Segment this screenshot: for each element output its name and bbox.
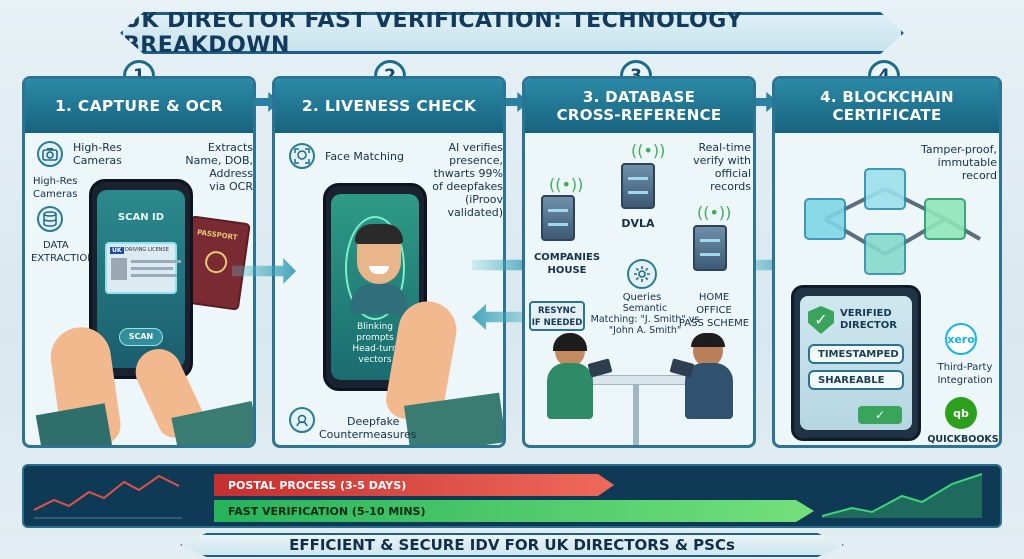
quickbooks-label: QUICKBOOKS — [927, 434, 999, 445]
face-avatar — [355, 224, 403, 284]
trend-chart-right — [822, 473, 983, 518]
license-photo — [111, 258, 127, 280]
shield-check-icon: ✓ — [808, 306, 834, 334]
fast-verification-bar: FAST VERIFICATION (5-10 MINS) — [214, 500, 814, 522]
server-home-office — [693, 225, 727, 271]
blockchain-cubes — [804, 168, 981, 275]
server-companies-house — [541, 195, 575, 241]
postal-process-bar: POSTAL PROCESS (3-5 DAYS) — [214, 474, 614, 496]
passport-label: PASSPORT — [196, 228, 238, 242]
face-scan-icon — [289, 143, 315, 169]
timestamped-pill: TIMESTAMPED — [808, 344, 904, 364]
footer-banner: EFFICIENT & SECURE IDV FOR UK DIRECTORS … — [180, 533, 844, 557]
face-scan-ring — [345, 216, 405, 320]
step-title-database-l1: 3. DATABASE — [582, 88, 696, 106]
gear-icon — [627, 259, 657, 289]
dvla-label: DVLA — [621, 217, 655, 230]
camera-icon — [37, 141, 63, 167]
scan-button[interactable]: SCAN — [119, 328, 163, 346]
step-title-blockchain-l1: 4. BLOCKCHAIN — [820, 88, 954, 106]
person-left-head — [553, 333, 587, 367]
quickbooks-logo: qb — [945, 397, 977, 429]
person-right-head — [691, 333, 725, 367]
step-title-capture: 1. CAPTURE & OCR — [54, 96, 224, 115]
uk-badge: UK — [110, 247, 124, 254]
title-banner: UK DIRECTOR FAST VERIFICATION: TECHNOLOG… — [120, 12, 904, 54]
phone-screen-scan: SCAN ID UK DRIVING LICENSE SCAN — [97, 190, 185, 368]
wifi-icon-companies: ((•)) — [549, 175, 584, 194]
person-right-body — [685, 363, 733, 419]
xero-logo: xero — [945, 323, 977, 355]
shareable-pill: SHAREABLE — [808, 370, 904, 390]
deepfake-icon — [289, 407, 315, 433]
globe-icon — [203, 249, 229, 275]
page-title: UK DIRECTOR FAST VERIFICATION: TECHNOLOG… — [123, 8, 743, 58]
confirm-check-button[interactable]: ✓ — [858, 406, 902, 424]
server-dvla — [621, 163, 655, 209]
database-icon — [37, 206, 63, 232]
scan-id-label: SCAN ID — [117, 212, 165, 223]
license-label: DRIVING LICENSE — [125, 247, 169, 253]
driving-license-card: UK DRIVING LICENSE — [105, 242, 181, 294]
panel-header-liveness: 2. LIVENESS CHECK — [275, 79, 503, 133]
person-left-body — [547, 363, 593, 419]
left-sleeve — [35, 403, 113, 445]
face-matching-label: Face Matching — [325, 150, 404, 163]
queries-label: Queries — [622, 292, 662, 303]
step-title-liveness: 2. LIVENESS CHECK — [301, 96, 477, 115]
panel-header-capture: 1. CAPTURE & OCR — [25, 79, 253, 133]
step-title-database-l2: CROSS-REFERENCE — [556, 106, 722, 124]
trend-chart-left — [34, 474, 182, 519]
step-title-blockchain-l2: CERTIFICATE — [832, 106, 942, 124]
panel-liveness-check: 2. LIVENESS CHECK Face Matching AI verif… — [272, 76, 506, 448]
wifi-icon-home-office: ((•)) — [697, 203, 732, 222]
wifi-icon-dvla: ((•)) — [631, 141, 666, 160]
